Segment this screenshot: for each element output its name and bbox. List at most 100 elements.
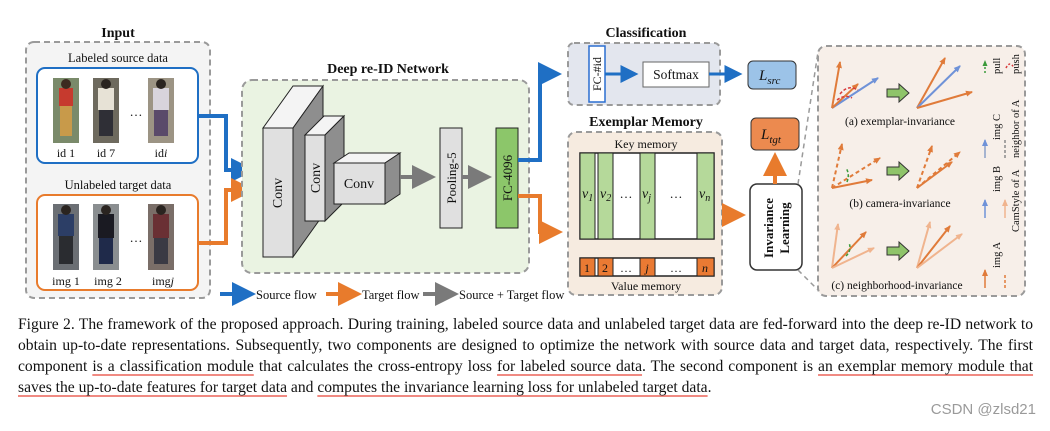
- labeled-person-image-2: [93, 78, 119, 143]
- push-icon: [1005, 63, 1015, 69]
- value-cell-j: [639, 257, 656, 277]
- value-cell-n: [696, 257, 715, 277]
- invariance-learning-box: [749, 183, 803, 271]
- key-ellipsis-1: …: [620, 186, 633, 201]
- caption-part-2: that calculates the cross-entropy loss: [253, 358, 498, 375]
- value-cell-1: [579, 257, 596, 277]
- caption-underline-2: for labeled source data: [497, 358, 643, 375]
- labeled-person-image-3: [148, 78, 174, 143]
- target-loss-box: [750, 117, 800, 151]
- value-cell-2: [597, 257, 614, 277]
- target-input-arrow: [198, 178, 255, 245]
- flow-legend: Source flow Target flow Source + Target …: [220, 282, 564, 306]
- invariance-panel-frame: [817, 45, 1026, 297]
- pooling-label: Pooling-5: [444, 152, 459, 203]
- exemplar-invariance-figure: [831, 57, 973, 109]
- label-img-j: imgj: [152, 274, 175, 288]
- conv3-label: Conv: [344, 177, 374, 192]
- key-cell-v1: [579, 152, 596, 240]
- invariance-label-line1: Invariance: [761, 198, 776, 258]
- invariance-panel: (a) exemplar-invariance (b) camera-invar…: [817, 45, 1026, 297]
- panel-b-caption: (b) camera-invariance: [849, 198, 950, 210]
- label-id-i: idi: [155, 146, 168, 160]
- panel-connector-top: [797, 51, 819, 185]
- caption-underline-3: an exemplar memory module that saves the…: [18, 358, 1034, 396]
- value-ellipsis-1: …: [620, 261, 632, 275]
- value-label-j: j: [643, 261, 649, 275]
- source-input-arrow: [198, 114, 255, 182]
- input-section: Input Labeled source data … id 1 id 7 id…: [25, 26, 211, 299]
- value-label-n: n: [702, 261, 708, 275]
- source-flow-label: Source flow: [256, 288, 317, 302]
- key-label-vn: vn: [699, 187, 710, 204]
- memory-section: Exemplar Memory Key memory v1 v2 … vj … …: [567, 115, 723, 296]
- network-section: Deep re-ID Network Conv Conv Conv Poolin…: [241, 62, 530, 274]
- key-label-v1: v1: [582, 187, 593, 204]
- fc4096-label: FC-4096: [500, 154, 515, 201]
- conv2-label: Conv: [309, 163, 324, 193]
- caption-part-4: and: [287, 379, 318, 396]
- value-ellipsis-2: …: [670, 261, 682, 275]
- caption-part-5: .: [707, 379, 712, 396]
- label-img-1: img 1: [52, 274, 80, 288]
- value-label-2: 2: [602, 261, 608, 275]
- target-flow-label: Target flow: [362, 288, 420, 302]
- invariance-label-line2: Learning: [777, 202, 792, 254]
- softmax-box: [642, 61, 710, 88]
- value-memory-label: Value memory: [611, 279, 681, 293]
- caption-part-3: . The second component is: [642, 358, 819, 375]
- key-label-vj: vj: [642, 187, 651, 204]
- conv1-label: Conv: [271, 178, 286, 208]
- caption-part-1: Figure 2. The framework of the proposed …: [18, 316, 1033, 375]
- source-loss-label: Lsrc: [758, 68, 780, 87]
- panel-a-caption: (a) exemplar-invariance: [845, 116, 955, 128]
- key-label-v2: v2: [600, 187, 611, 204]
- watermark: CSDN @zlsd21: [930, 401, 1036, 418]
- network-title: Deep re-ID Network: [327, 62, 449, 77]
- fc-id-label: FC-#id: [590, 57, 604, 91]
- invariance-legend: pull push img C neighbor of A img B CamS…: [982, 53, 1022, 288]
- both-flow-label: Source + Target flow: [459, 288, 564, 302]
- figure-caption: Figure 2. The framework of the proposed …: [18, 314, 1033, 398]
- label-id-7: id 7: [97, 146, 115, 160]
- memory-title: Exemplar Memory: [589, 115, 703, 130]
- key-cell-v2: [597, 152, 614, 240]
- fc4096-block: [495, 127, 519, 229]
- panel-c-caption: (c) neighborhood-invariance: [831, 280, 962, 292]
- legend-img-c: img C: [992, 114, 1003, 140]
- unlabeled-person-image-3: [148, 204, 174, 270]
- label-id-1: id 1: [57, 146, 75, 160]
- target-loss-label: Ltgt: [760, 127, 782, 146]
- legend-camstyle: CamStyle of A: [1011, 169, 1022, 232]
- unlabeled-ellipsis: …: [130, 230, 143, 245]
- key-ellipsis-2: …: [670, 186, 683, 201]
- fc-to-memory-arrow: [518, 194, 563, 244]
- legend-push: push: [1011, 53, 1022, 74]
- classification-section: Classification FC-#id Softmax: [567, 26, 721, 106]
- legend-img-a: img A: [992, 242, 1003, 268]
- labeled-ellipsis: …: [130, 104, 143, 119]
- softmax-label: Softmax: [653, 67, 699, 82]
- fc-to-classification-arrow: [518, 62, 562, 162]
- label-img-2: img 2: [94, 274, 122, 288]
- unlabeled-person-image-2: [93, 204, 119, 270]
- conv3-block: Conv: [332, 152, 402, 205]
- legend-pull: pull: [992, 58, 1003, 74]
- legend-img-b: img B: [992, 166, 1003, 192]
- key-cell-vj: [639, 152, 656, 240]
- caption-underline-4: computes the invariance learning loss fo…: [317, 379, 708, 396]
- labeled-source-title: Labeled source data: [68, 51, 168, 65]
- classification-title: Classification: [606, 26, 687, 41]
- source-loss-box: [747, 60, 797, 90]
- input-title: Input: [101, 26, 135, 41]
- labeled-person-image-1: [53, 78, 79, 143]
- unlabeled-person-image-1: [53, 204, 79, 270]
- neighborhood-invariance-figure: [831, 221, 963, 269]
- panel-connector-bottom: [797, 269, 819, 291]
- unlabeled-target-title: Unlabeled target data: [65, 178, 172, 192]
- framework-diagram: Input Labeled source data … id 1 id 7 id…: [25, 26, 1026, 306]
- caption-underline-1: is a classification module: [92, 358, 254, 375]
- key-memory-label: Key memory: [615, 137, 678, 151]
- camera-invariance-figure: [831, 143, 961, 189]
- key-cell-vn: [696, 152, 715, 240]
